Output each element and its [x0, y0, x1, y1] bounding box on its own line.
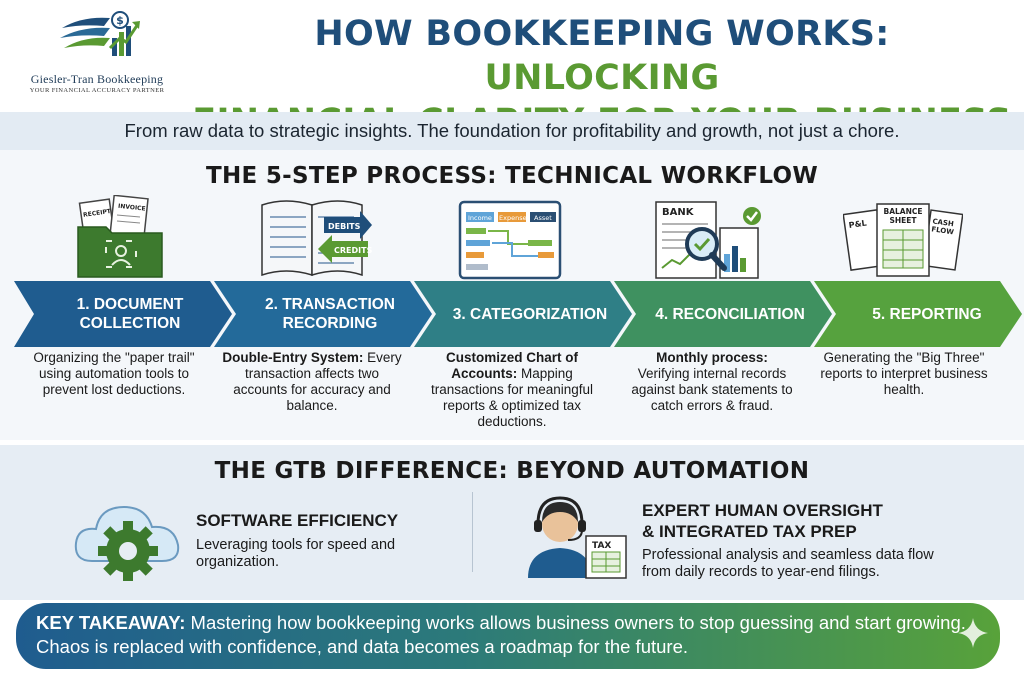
svg-text:SHEET: SHEET: [889, 216, 917, 225]
svg-text:Asset: Asset: [534, 214, 552, 222]
process-title: THE 5-STEP PROCESS: TECHNICAL WORKFLOW: [205, 163, 819, 189]
step-2-desc-text: Every transaction affects two accounts f…: [233, 350, 402, 413]
logo-emblem-icon: $: [60, 11, 140, 56]
svg-text:INVOICE: INVOICE: [118, 203, 146, 213]
takeaway-text: Mastering how bookkeeping works allows b…: [36, 612, 966, 657]
step-3-desc-bold: Customized Chart of Accounts:: [445, 350, 578, 381]
tax-form-label: TAX: [592, 541, 611, 551]
step-5-desc-text: Generating the "Big Three" reports to in…: [820, 350, 988, 397]
section-divider: [472, 492, 473, 572]
step-4-description: Monthly process: Verifying internal reco…: [622, 350, 802, 414]
arrow-step-4: [614, 281, 832, 347]
arrow-step-1: [14, 281, 232, 347]
step-3-desc-text: Mapping transactions for meaningful repo…: [430, 366, 594, 429]
svg-text:P&L: P&L: [848, 219, 867, 230]
subtitle: From raw data to strategic insights. The…: [0, 112, 1024, 150]
svg-text:Income: Income: [468, 214, 492, 222]
support-agent-icon: TAX: [528, 496, 627, 579]
logo-tagline: YOUR FINANCIAL ACCURACY PARTNER: [29, 87, 165, 94]
step-3-description: Customized Chart of Accounts: Mapping tr…: [422, 350, 602, 430]
step-4-desc-bold: Monthly process:: [656, 350, 768, 365]
expert-oversight-desc: Professional analysis and seamless data …: [642, 547, 934, 580]
svg-text:BALANCE: BALANCE: [883, 207, 922, 216]
svg-text:Expense: Expense: [499, 214, 527, 222]
sparkle-icon: [958, 618, 988, 648]
arrow-step-5: [814, 281, 1022, 347]
svg-text:DEBITS: DEBITS: [328, 222, 361, 231]
step-1-desc-text: Organizing the "paper trail" using autom…: [33, 350, 195, 397]
step-3-line1: 3. CATEGORIZATION: [452, 305, 608, 323]
step-1-line2: COLLECTION: [79, 315, 181, 332]
step-2-desc-bold: Double-Entry System:: [222, 350, 364, 365]
svg-text:CASH: CASH: [932, 217, 954, 228]
step-1-label: 1. DOCUMENT COLLECTION: [34, 281, 226, 347]
header: $ Giesler-Tran Bookkeeping YOUR FINANCIA…: [0, 0, 1024, 142]
software-efficiency-title: SOFTWARE EFFICIENCY: [196, 511, 399, 530]
chart-of-accounts-icon: Income Expense Asset: [458, 200, 562, 280]
step-4-line1: 4. RECONCILIATION: [655, 305, 805, 323]
svg-text:BANK: BANK: [662, 207, 695, 218]
svg-text:$: $: [116, 14, 124, 27]
gtb-section: [0, 445, 1024, 600]
step-1-description: Organizing the "paper trail" using autom…: [24, 350, 204, 398]
key-takeaway-banner: KEY TAKEAWAY: Mastering how bookkeeping …: [16, 603, 1000, 669]
step-2-line2: RECORDING: [282, 315, 378, 332]
step-4-label: 4. RECONCILIATION: [634, 281, 826, 347]
expert-title-line2: & INTEGRATED TAX PREP: [642, 522, 857, 541]
step-5-description: Generating the "Big Three" reports to in…: [814, 350, 994, 398]
step-5-line1: 5. REPORTING: [872, 305, 982, 323]
document-folder-icon: RECEIPT INVOICE: [77, 195, 163, 278]
step-2-line1: 2. TRANSACTION: [264, 296, 396, 313]
software-efficiency-desc: Leveraging tools for speed and organizat…: [196, 537, 396, 570]
takeaway-label: KEY TAKEAWAY:: [36, 612, 186, 633]
step-3-label: 3. CATEGORIZATION: [434, 281, 626, 347]
expert-title-line1: EXPERT HUMAN OVERSIGHT: [642, 501, 883, 520]
company-logo: $ Giesler-Tran Bookkeeping YOUR FINANCIA…: [12, 8, 182, 108]
cloud-gear-icon: [74, 505, 180, 581]
workflow-arrows: [14, 281, 1022, 347]
title-part1: HOW BOOKKEEPING WORKS:: [314, 14, 890, 54]
arrow-step-2: [214, 281, 432, 347]
arrow-step-3: [414, 281, 632, 347]
financial-reports-icon: P&L CASH FLOW BALANCE SHEET: [843, 203, 963, 277]
gtb-title: THE GTB DIFFERENCE: BEYOND AUTOMATION: [214, 458, 810, 484]
ledger-book-icon: DEBITS CREDITS: [261, 200, 373, 277]
title-part2: UNLOCKING: [484, 58, 720, 98]
step-2-description: Double-Entry System: Every transaction a…: [222, 350, 402, 414]
svg-text:RECEIPT: RECEIPT: [83, 208, 113, 219]
step-5-label: 5. REPORTING: [834, 281, 1020, 347]
step-2-label: 2. TRANSACTION RECORDING: [234, 281, 426, 347]
logo-company-name: Giesler-Tran Bookkeeping: [30, 72, 164, 86]
svg-text:CREDITS: CREDITS: [334, 246, 373, 255]
step-1-line1: 1. DOCUMENT: [76, 296, 184, 313]
bank-statement-magnifier-icon: BANK: [655, 201, 761, 279]
svg-text:FLOW: FLOW: [931, 225, 955, 236]
step-4-desc-text: Verifying internal records against bank …: [631, 366, 793, 413]
expert-oversight-title: EXPERT HUMAN OVERSIGHT & INTEGRATED TAX …: [642, 500, 883, 542]
